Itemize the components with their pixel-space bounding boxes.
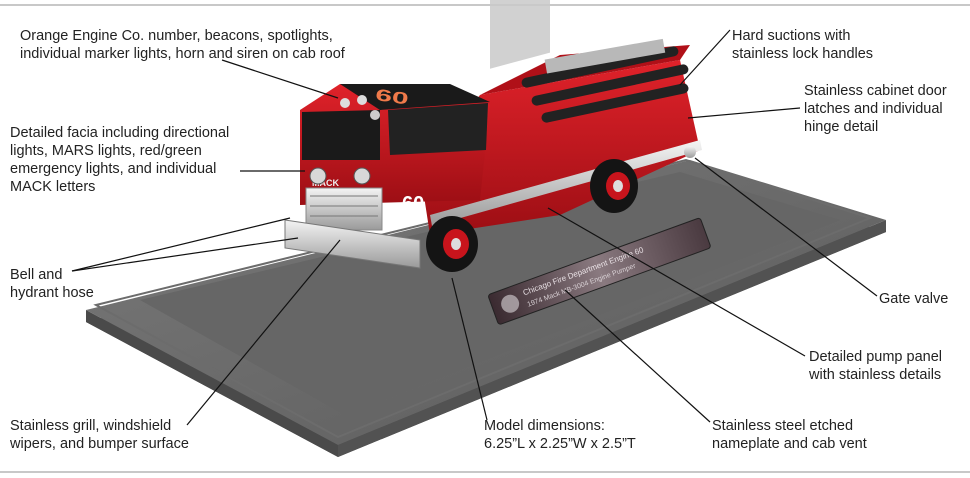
- callout-line: latches and individual: [804, 101, 943, 117]
- callout-line: 6.25”L x 2.25”W x 2.5”T: [484, 436, 636, 452]
- callout-line: Hard suctions with: [732, 28, 851, 44]
- callout-gate-valve: Gate valve: [879, 290, 948, 308]
- callout-line: individual marker lights, horn and siren…: [20, 46, 345, 62]
- callout-line: Detailed pump panel: [809, 349, 943, 365]
- callout-line: nameplate and cab vent: [712, 436, 867, 452]
- rear-wheel: [590, 159, 638, 213]
- top-divider: [0, 4, 970, 6]
- callout-line: Gate valve: [879, 291, 949, 307]
- callout-line: Stainless steel etched: [712, 418, 854, 434]
- callout-line: with stainless details: [809, 367, 942, 383]
- callout-line: lights, MARS lights, red/green: [10, 143, 202, 159]
- callout-line: Bell and: [10, 267, 63, 283]
- callout-line: Detailed facia including directional: [10, 125, 230, 141]
- callout-facia: Detailed facia including directional lig…: [10, 124, 229, 196]
- callout-orange-engine: Orange Engine Co. number, beacons, spotl…: [20, 27, 345, 63]
- callout-line: Stainless grill, windshield: [10, 418, 172, 434]
- callout-line: stainless lock handles: [732, 46, 874, 62]
- callout-line: Model dimensions:: [484, 418, 605, 434]
- cab-brand-letters: MACK: [312, 178, 339, 188]
- fire-engine-model: 60 MACK 60: [284, 0, 702, 272]
- callout-bell-hose: Bell and hydrant hose: [10, 266, 94, 302]
- callout-hard-suctions: Hard suctions with stainless lock handle…: [732, 27, 873, 63]
- leader-lines: [71, 29, 878, 426]
- callout-nameplate: Stainless steel etched nameplate and cab…: [712, 417, 867, 453]
- callout-line: Orange Engine Co. number, beacons, spotl…: [20, 28, 333, 44]
- callout-line: hinge detail: [804, 119, 879, 135]
- callout-line: Stainless cabinet door: [804, 83, 947, 99]
- callout-line: emergency lights, and individual: [10, 161, 217, 177]
- bottom-divider: [0, 471, 970, 473]
- roof-engine-number: 60: [374, 86, 410, 109]
- callout-line: hydrant hose: [10, 285, 94, 301]
- callout-line: MACK letters: [10, 179, 96, 195]
- cab-side-number: 60: [402, 193, 424, 215]
- callout-model-dimensions: Model dimensions: 6.25”L x 2.25”W x 2.5”…: [484, 417, 636, 453]
- callout-pump-panel: Detailed pump panel with stainless detai…: [809, 348, 942, 384]
- callout-grill: Stainless grill, windshield wipers, and …: [10, 417, 189, 453]
- front-wheel: [426, 216, 478, 272]
- callout-line: wipers, and bumper surface: [10, 436, 189, 452]
- callout-cabinet-door: Stainless cabinet door latches and indiv…: [804, 82, 947, 136]
